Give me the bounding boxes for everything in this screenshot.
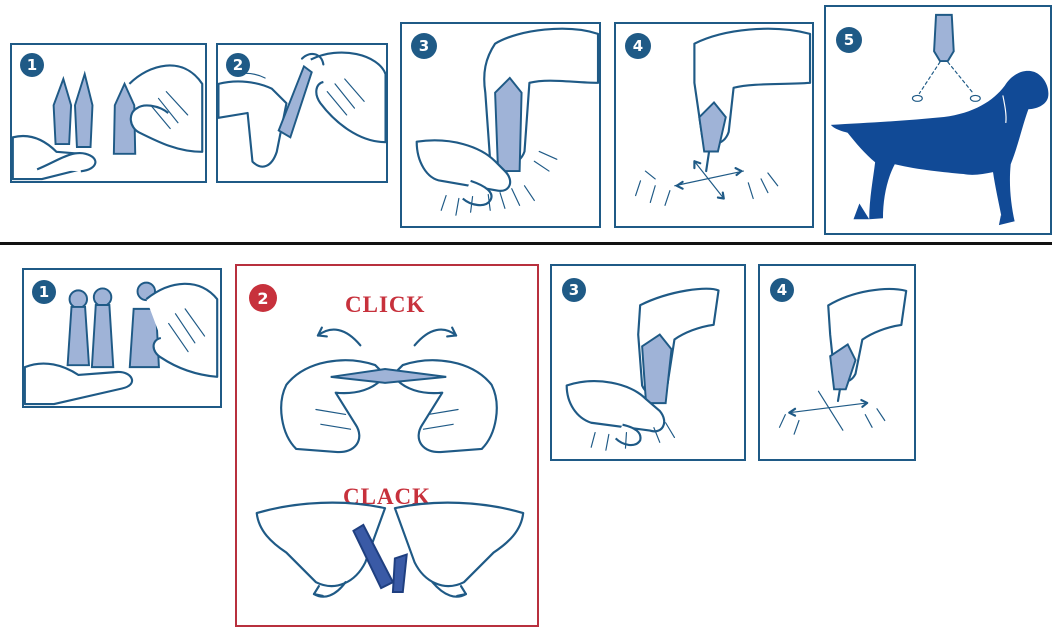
top-step-5-panel: 5 xyxy=(824,5,1052,235)
top-step-4-panel: 4 xyxy=(614,22,814,228)
pipette-tip-snap-icon xyxy=(218,45,386,181)
pipette-tip-snap-icon xyxy=(237,266,537,625)
top-step-3-panel: 3 xyxy=(400,22,601,228)
top-step-1-panel: 1 xyxy=(10,43,207,183)
section-divider xyxy=(0,242,1052,245)
bottom-step-3-panel: 3 xyxy=(550,264,746,461)
hand-holding-pipettes-icon xyxy=(12,45,205,181)
bottom-step-1-panel: 1 xyxy=(22,268,222,408)
fur-parting-icon xyxy=(552,266,744,459)
pipette-applying-icon xyxy=(760,266,914,459)
pipette-applying-icon xyxy=(616,24,812,226)
dog-silhouette-icon xyxy=(826,7,1050,233)
bottom-step-4-panel: 4 xyxy=(758,264,916,461)
top-step-2-panel: 2 xyxy=(216,43,388,183)
bottom-step-2-panel: 2 CLICK CLACK xyxy=(235,264,539,627)
fur-parting-icon xyxy=(402,24,599,226)
hand-holding-pipettes-icon xyxy=(24,270,220,406)
